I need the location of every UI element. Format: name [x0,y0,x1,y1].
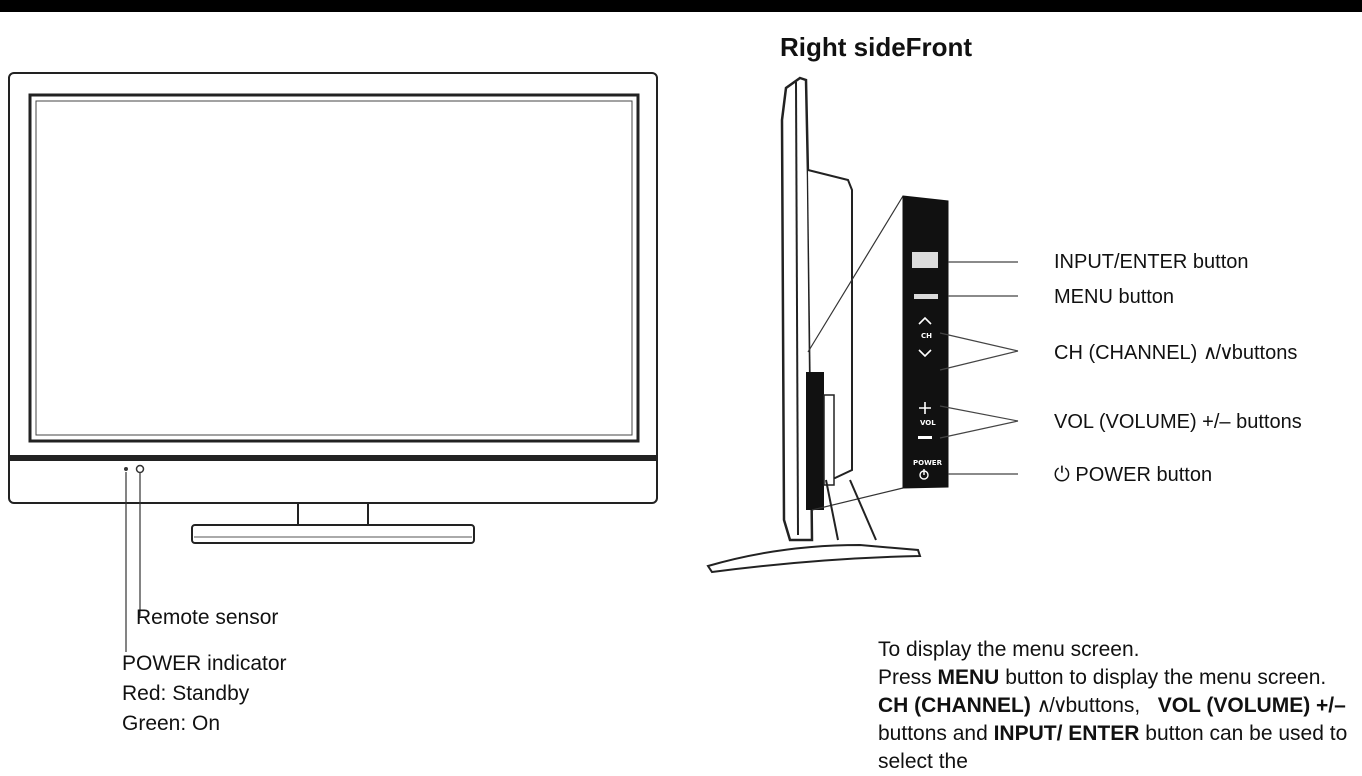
tv-front-view [8,72,658,652]
panel-ch-key: CH [921,332,932,340]
power-indicator-notes: POWER indicator Red: Standby Green: On [122,649,287,739]
channel-label-prefix: CH (CHANNEL) [1054,342,1198,364]
panel-power-key: POWER [913,459,943,467]
instr-press: Press [878,666,938,689]
instructions-line-3: CH (CHANNEL) ∧/∨buttons, VOL (VOLUME) +/… [878,692,1358,776]
input-enter-label: INPUT/ENTER button [1054,251,1249,273]
power-indicator-red: Red: Standby [122,682,250,705]
panel-menu-key [914,294,938,299]
power-indicator-title: POWER indicator [122,652,287,675]
power-icon: ⏻ [1054,464,1070,486]
control-panel-zoom: CH VOL POWER [902,195,1019,489]
menu-instructions: To display the menu screen. Press MENU b… [878,636,1358,776]
vol-plus-leader [939,405,1019,422]
channel-arrows-glyph: ∧/∨ [1202,342,1234,364]
instr-buttons-and: buttons and [878,722,994,745]
menu-label: MENU button [1054,286,1175,308]
remote-sensor [135,464,145,474]
tv-stand-base [191,524,475,544]
remote-sensor-label: Remote sensor [136,606,279,629]
volume-label: VOL (VOLUME) +/– buttons [1054,411,1302,433]
instr-vol-bold: VOL (VOLUME) +/– [1157,694,1346,717]
tv-stand-neck [297,502,369,526]
instr-select: button can be used to select the [878,722,1348,773]
tv-screen [28,93,640,443]
panel-input-enter-key [912,252,938,268]
instructions-line-2: Press MENU button to display the menu sc… [878,664,1358,692]
tv-bottom-band [10,455,656,461]
side-stand-neck [825,479,877,541]
side-stand-base [706,543,922,574]
zoom-connector-top [807,195,904,353]
instr-ch-bold: CH (CHANNEL) [878,694,1037,717]
instr-ch-arrows-glyph: ∧/∨ [1036,695,1068,717]
power-label-text: POWER button [1075,464,1213,486]
instr-menu-rest: button to display the menu screen. [999,666,1327,689]
ch-up-leader [939,332,1019,352]
vol-minus-leader [939,420,1019,439]
panel-vol-key: VOL [920,419,936,427]
channel-label-suffix: buttons [1231,342,1298,364]
side-input-ports [806,372,824,510]
side-view-heading: Right sideFront [780,32,973,62]
channel-label: CH (CHANNEL) ∧/∨buttons [1054,341,1297,365]
power-label: ⏻ POWER button [1054,463,1212,487]
instr-buttons: buttons, [1065,694,1141,717]
tv-side-view [706,76,922,574]
ch-down-leader [939,350,1019,371]
power-indicator-green: Green: On [122,712,221,735]
instr-input-bold: INPUT/ ENTER [993,722,1140,745]
top-rule [0,0,1362,12]
instr-menu-bold: MENU [937,666,1000,689]
instructions-line-1: To display the menu screen. [878,638,1140,661]
power-indicator-led [124,467,128,471]
